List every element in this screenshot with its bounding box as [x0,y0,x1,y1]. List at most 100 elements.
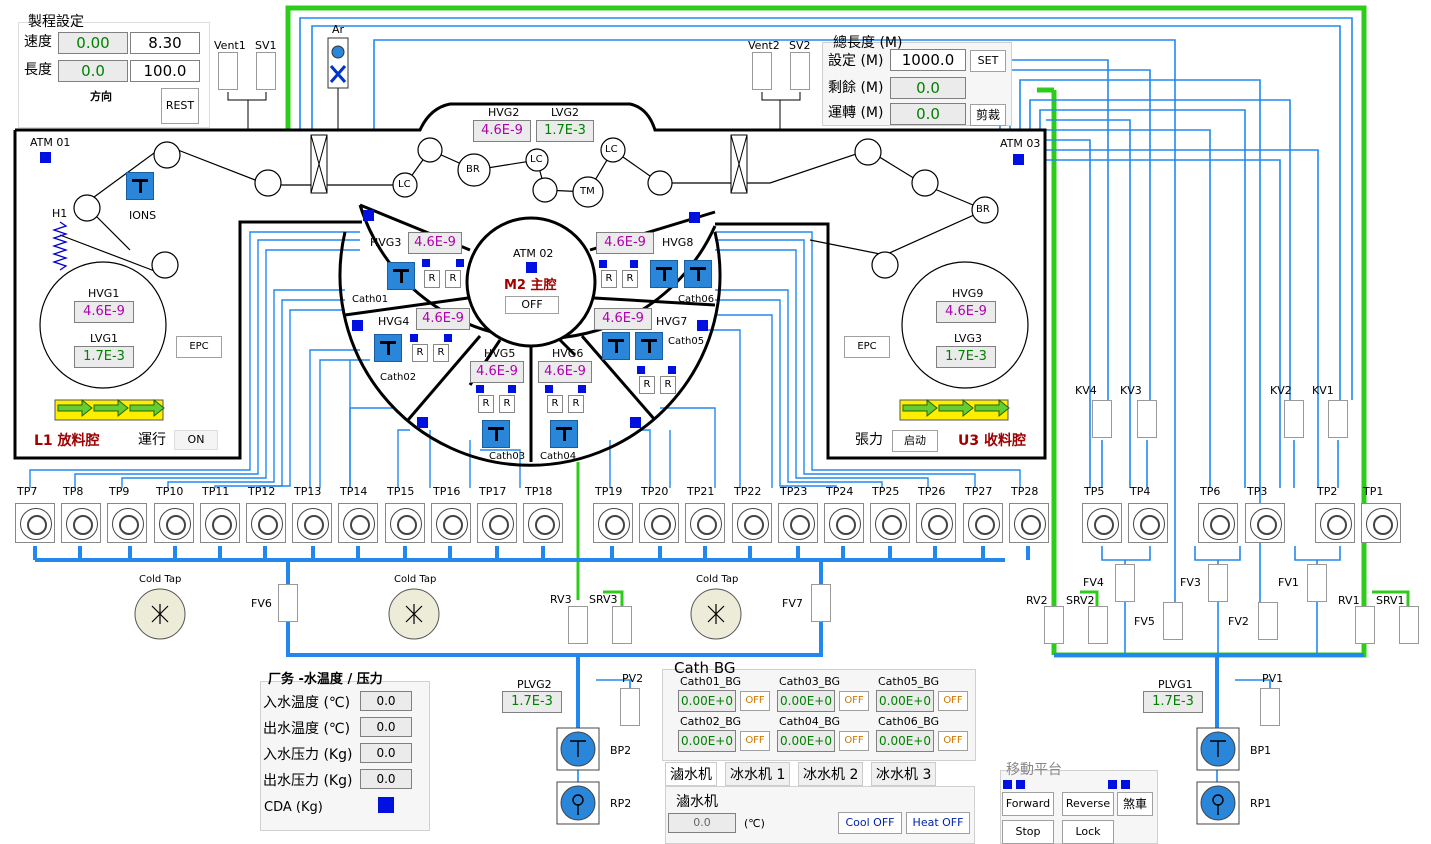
m2-indicator[interactable] [545,385,553,393]
tab-chiller-main[interactable]: 滷水机 [665,762,717,786]
atm01-indicator[interactable] [40,152,51,163]
m2-state-button[interactable]: OFF [505,296,559,314]
speed-setpoint[interactable]: 8.30 [130,32,200,54]
cath01-icon[interactable] [387,262,415,290]
sv1-valve[interactable] [256,52,276,90]
m2-indicator[interactable] [363,210,374,221]
r-button[interactable]: R [568,395,584,413]
turbo-pump-icon[interactable] [431,503,471,543]
fv6-valve[interactable] [278,584,298,622]
sv2-valve[interactable] [790,52,810,90]
tension-start-button[interactable]: 启动 [892,430,938,452]
rv3-valve[interactable] [568,606,588,644]
m2-indicator[interactable] [410,334,418,342]
turbo-pump-icon[interactable] [1009,503,1049,543]
srv2-valve[interactable] [1088,606,1108,644]
cath06-icon-a[interactable] [650,260,678,288]
cath-bg-toggle[interactable]: OFF [740,731,770,751]
turbo-pump-icon[interactable] [200,503,240,543]
turbo-pump-icon[interactable] [870,503,910,543]
turbo-pump-icon[interactable] [1198,503,1238,543]
forward-button[interactable]: Forward [1002,792,1054,816]
cath06-icon-b[interactable] [684,260,712,288]
turbo-pump-icon[interactable] [685,503,725,543]
rest-button[interactable]: REST [161,88,199,124]
rv2-valve[interactable] [1044,606,1064,644]
pv1-valve[interactable] [1260,688,1280,726]
cath-bg-toggle[interactable]: OFF [839,691,869,711]
m2-indicator[interactable] [668,366,676,374]
fv2-valve[interactable] [1258,602,1278,640]
fv4-valve[interactable] [1115,564,1135,602]
vent2-valve[interactable] [752,52,772,90]
srv3-valve[interactable] [612,606,632,644]
m2-indicator[interactable] [599,260,607,268]
turbo-pump-icon[interactable] [916,503,956,543]
tab-chiller-3[interactable]: 冰水机 3 [871,762,937,786]
m2-indicator[interactable] [637,366,645,374]
m2-indicator[interactable] [352,320,363,331]
m2-indicator[interactable] [476,385,484,393]
turbo-pump-icon[interactable] [338,503,378,543]
heat-off-button[interactable]: Heat OFF [906,812,970,834]
r-button[interactable]: R [445,270,461,288]
total-length-set[interactable]: 1000.0 [890,49,966,71]
r-button[interactable]: R [412,344,428,362]
ions-source-icon[interactable] [126,172,154,200]
m2-indicator[interactable] [456,259,464,267]
turbo-pump-icon[interactable] [732,503,772,543]
m2-indicator[interactable] [630,260,638,268]
r-button[interactable]: R [622,270,638,288]
cath-bg-toggle[interactable]: OFF [839,731,869,751]
turbo-pump-icon[interactable] [639,503,679,543]
r-button[interactable]: R [424,270,440,288]
fv5-valve[interactable] [1163,602,1183,640]
turbo-pump-icon[interactable] [778,503,818,543]
cath04-icon[interactable] [550,420,578,448]
srv1-valve[interactable] [1399,606,1419,644]
turbo-pump-icon[interactable] [477,503,517,543]
turbo-pump-icon[interactable] [1361,503,1401,543]
m2-indicator[interactable] [444,334,452,342]
fv7-valve[interactable] [811,584,831,622]
kv2-valve[interactable] [1284,400,1304,438]
m2-indicator[interactable] [422,259,430,267]
kv3-valve[interactable] [1137,400,1157,438]
r-button[interactable]: R [433,344,449,362]
l1-epc-button[interactable]: EPC [176,336,222,358]
kv1-valve[interactable] [1328,400,1348,438]
stop-button[interactable]: Stop [1002,820,1054,844]
turbo-pump-icon[interactable] [1315,503,1355,543]
r-button[interactable]: R [547,395,563,413]
turbo-pump-icon[interactable] [15,503,55,543]
cut-button[interactable]: 剪裁 [970,104,1006,126]
atm03-indicator[interactable] [1013,154,1024,165]
m2-indicator[interactable] [578,385,586,393]
m2-indicator[interactable] [697,320,708,331]
turbo-pump-icon[interactable] [385,503,425,543]
cath02-icon[interactable] [374,334,402,362]
cath05-icon-b[interactable] [635,332,663,360]
pv2-valve[interactable] [620,688,640,726]
vent1-valve[interactable] [218,52,238,90]
r-button[interactable]: R [601,270,617,288]
cath03-icon[interactable] [482,420,510,448]
brake-button[interactable]: 煞車 [1117,792,1153,816]
cath05-icon-a[interactable] [602,332,630,360]
m2-indicator[interactable] [417,417,428,428]
cath-bg-toggle[interactable]: OFF [938,691,968,711]
turbo-pump-icon[interactable] [1128,503,1168,543]
turbo-pump-icon[interactable] [824,503,864,543]
l1-run-state[interactable]: ON [174,430,218,450]
cath-bg-toggle[interactable]: OFF [740,691,770,711]
cda-indicator[interactable] [378,797,394,813]
kv4-valve[interactable] [1092,400,1112,438]
length-setpoint[interactable]: 100.0 [130,60,200,82]
turbo-pump-icon[interactable] [963,503,1003,543]
rv1-valve[interactable] [1355,606,1375,644]
r-button[interactable]: R [499,395,515,413]
lock-button[interactable]: Lock [1062,820,1114,844]
m2-indicator[interactable] [630,417,641,428]
u3-epc-button[interactable]: EPC [844,336,890,358]
tab-chiller-2[interactable]: 冰水机 2 [798,762,864,786]
